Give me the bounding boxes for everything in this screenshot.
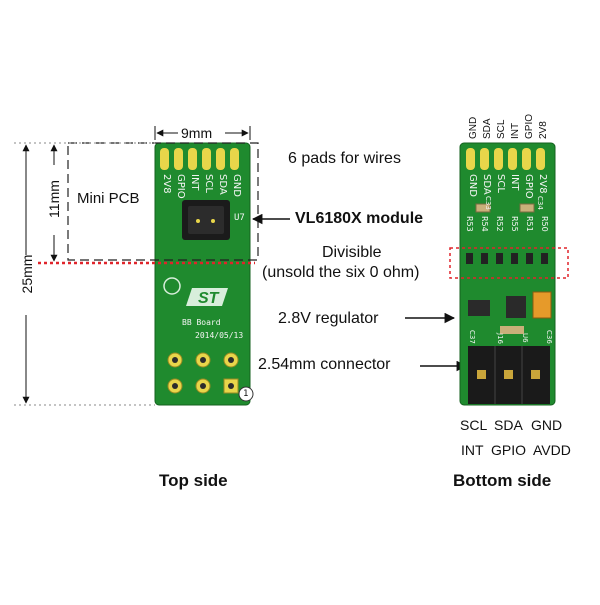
width-dimension-label: 9mm xyxy=(181,125,213,141)
silk-pad-label: GPIO xyxy=(523,174,534,199)
pin-header-connector xyxy=(468,346,550,404)
st-logo: ST xyxy=(186,288,228,307)
divisible-label: Divisible xyxy=(322,244,382,261)
connector-label: 2.54mm connector xyxy=(258,356,391,373)
silk-pad-label: SCL xyxy=(495,174,506,193)
pad-label: GPIO xyxy=(524,113,535,139)
top-side-board: ST xyxy=(154,142,254,406)
pin-label: SCL xyxy=(460,417,488,433)
silk-pad-label: 2V8 xyxy=(161,174,172,194)
silk-ref: C37 xyxy=(468,330,476,344)
silk-ref: R54 xyxy=(480,216,489,232)
silk-pad-label: SDA xyxy=(217,174,228,195)
pin-label: SDA xyxy=(494,417,523,433)
silk-ref: U6 xyxy=(521,333,529,343)
pad-label: SDA xyxy=(482,118,493,139)
silk-u7: U7 xyxy=(234,213,245,223)
vl6180x-sensor xyxy=(182,200,230,240)
pad-label: INT xyxy=(510,122,521,139)
zero-ohm-resistors xyxy=(466,253,548,264)
mini-height-label: 11mm xyxy=(46,180,62,218)
pad-label: GND xyxy=(468,116,479,139)
svg-text:ST: ST xyxy=(198,290,220,307)
total-height-dimension xyxy=(14,142,155,406)
pin1-marker xyxy=(238,386,254,402)
silk-pad-label: SCL xyxy=(203,174,214,193)
silk-pad-label: 2V8 xyxy=(537,174,548,194)
silk-ref: R50 xyxy=(540,216,549,232)
silk-pad-label: GPIO xyxy=(175,174,186,199)
pad-label: SCL xyxy=(496,119,507,139)
top-side-caption: Top side xyxy=(159,471,228,490)
silk-bb-board: BB Board xyxy=(182,318,221,327)
pads-for-wires-label: 6 pads for wires xyxy=(288,150,401,167)
silk-pad-label: INT xyxy=(189,174,200,191)
silk-ref: R52 xyxy=(495,216,504,232)
module-label: VL6180X module xyxy=(295,210,424,227)
silk-ref: R51 xyxy=(525,216,534,232)
top-header-pads xyxy=(167,352,239,394)
bottom-side-caption: Bottom side xyxy=(453,471,552,490)
silk-ref: C33 xyxy=(484,196,492,210)
silk-pad-label: SDA xyxy=(481,174,492,195)
top-wire-pads xyxy=(160,148,239,170)
pin-label: GPIO xyxy=(491,442,527,458)
voltage-regulator xyxy=(468,291,552,334)
silk-ref: C36 xyxy=(545,330,553,344)
recycle-symbol xyxy=(163,277,181,295)
total-height-label: 25mm xyxy=(19,254,35,294)
pin-label: INT xyxy=(461,442,484,458)
bottom-wire-pads xyxy=(466,148,545,170)
silk-pad-label: GND xyxy=(231,174,242,197)
pin-label: AVDD xyxy=(533,442,571,458)
silk-ref: R55 xyxy=(510,216,519,232)
silk-ref: C34 xyxy=(536,196,544,210)
divisible-region-box xyxy=(449,247,569,279)
regulator-label: 2.8V regulator xyxy=(278,310,379,327)
pin-label: GND xyxy=(531,417,563,433)
silk-pad-label: INT xyxy=(509,174,520,191)
silk-ref: R53 xyxy=(465,216,474,232)
bottom-side-board xyxy=(459,142,556,406)
divisible-note-label: (unsold the six 0 ohm) xyxy=(262,264,420,281)
silk-date: 2014/05/13 xyxy=(195,331,244,340)
width-dimension xyxy=(154,126,251,140)
pad-label: 2V8 xyxy=(538,121,549,139)
mini-pcb-label: Mini PCB xyxy=(77,190,140,207)
silk-pin1: 1 xyxy=(243,389,249,399)
silk-ref: J16 xyxy=(496,333,504,344)
silk-pad-label: GND xyxy=(467,174,478,197)
